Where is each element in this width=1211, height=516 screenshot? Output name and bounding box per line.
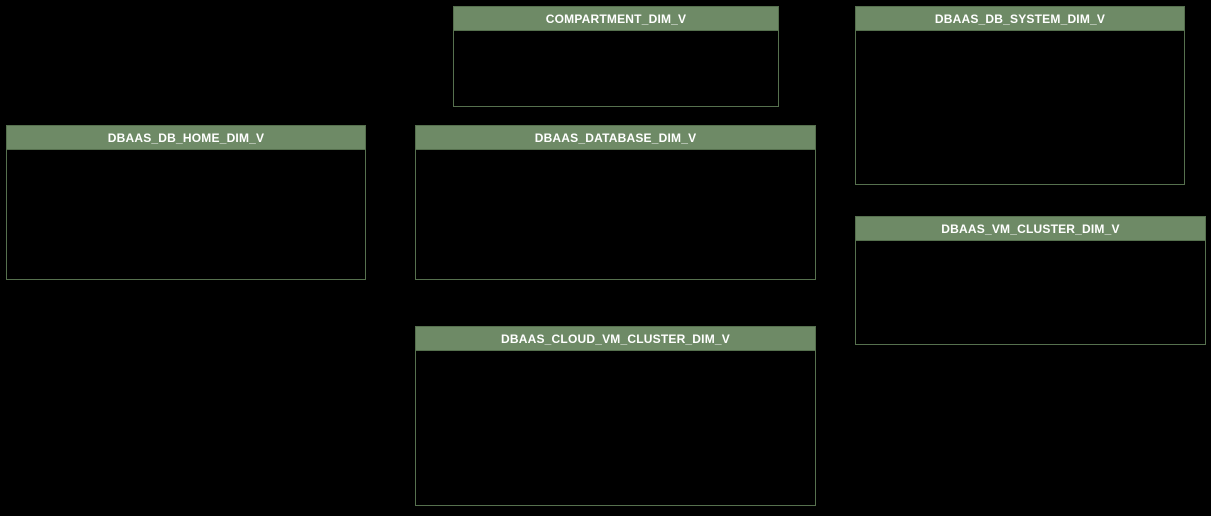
entity-attributes <box>856 241 1205 344</box>
entity-box[interactable]: DBAAS_DB_HOME_DIM_V <box>6 125 366 280</box>
entity-title: DBAAS_DATABASE_DIM_V <box>416 126 815 150</box>
entity-box[interactable]: DBAAS_DB_SYSTEM_DIM_V <box>855 6 1185 185</box>
entity-attributes <box>416 150 815 279</box>
entity-title: DBAAS_DB_HOME_DIM_V <box>7 126 365 150</box>
entity-attributes <box>856 31 1184 184</box>
entity-box[interactable]: COMPARTMENT_DIM_V <box>453 6 779 107</box>
entity-box[interactable]: DBAAS_DATABASE_DIM_V <box>415 125 816 280</box>
entity-title: DBAAS_DB_SYSTEM_DIM_V <box>856 7 1184 31</box>
entity-box[interactable]: DBAAS_VM_CLUSTER_DIM_V <box>855 216 1206 345</box>
entity-attributes <box>416 351 815 505</box>
entity-title: COMPARTMENT_DIM_V <box>454 7 778 31</box>
entity-title: DBAAS_VM_CLUSTER_DIM_V <box>856 217 1205 241</box>
entity-title: DBAAS_CLOUD_VM_CLUSTER_DIM_V <box>416 327 815 351</box>
entity-attributes <box>454 31 778 106</box>
entity-attributes <box>7 150 365 279</box>
entity-box[interactable]: DBAAS_CLOUD_VM_CLUSTER_DIM_V <box>415 326 816 506</box>
